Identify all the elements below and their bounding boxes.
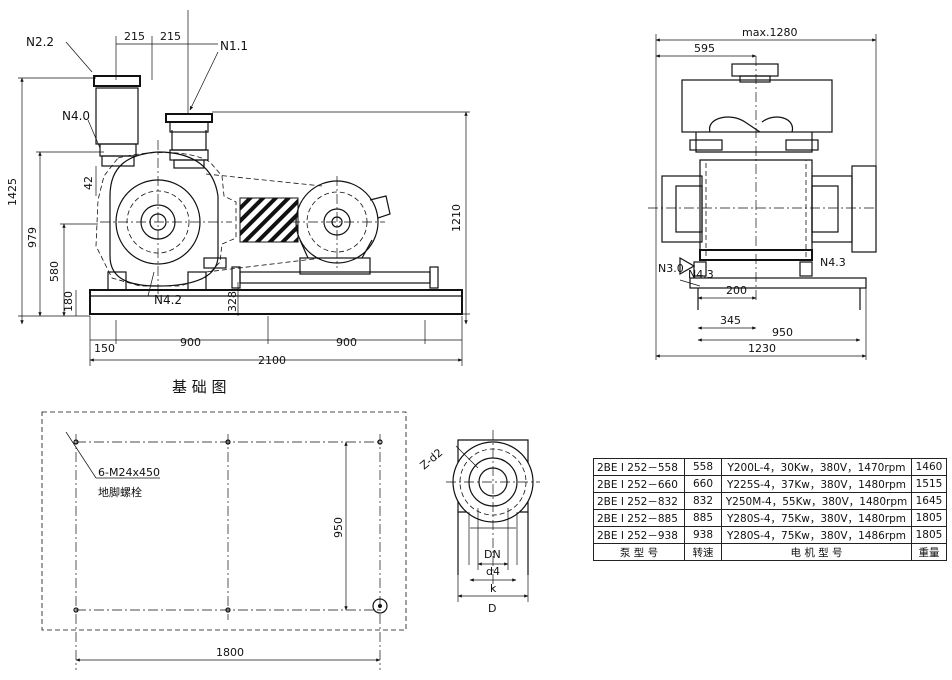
coupling-guard — [239, 197, 299, 243]
table-cell-speed: 885 — [684, 509, 722, 527]
table-cell-speed: 558 — [684, 458, 722, 476]
table-cell-model: 2BE I 252－558 — [593, 458, 685, 476]
label-n2-2: N2.2 — [26, 35, 54, 49]
table-cell-weight: 1805 — [911, 526, 947, 544]
table-cell-weight: 1515 — [911, 475, 947, 493]
table-cell-model: 2BE I 252－832 — [593, 492, 685, 510]
table-header-speed: 转速 — [684, 543, 722, 561]
table-cell-model: 2BE I 252－885 — [593, 509, 685, 527]
table-cell-motor: Y280S-4，75Kw，380V，1480rpm — [721, 509, 912, 527]
table-cell-weight: 1805 — [911, 509, 947, 527]
side-base — [689, 277, 867, 289]
flange-holes: Z-d2 — [418, 446, 446, 472]
table-cell-speed: 660 — [684, 475, 722, 493]
dim-1425: 1425 — [6, 178, 19, 206]
dim-900-right: 900 — [336, 336, 357, 349]
table-header-model: 泵 型 号 — [593, 543, 685, 561]
table-cell-model: 2BE I 252－660 — [593, 475, 685, 493]
bolt-note: 地脚螺栓 — [98, 485, 142, 499]
table-cell-speed: 938 — [684, 526, 722, 544]
label-n4-2: N4.2 — [154, 293, 182, 307]
table-cell-motor: Y225S-4，37Kw，380V，1480rpm — [721, 475, 912, 493]
table-header-row: 泵 型 号转速电 机 型 号重量 — [593, 543, 947, 561]
side-view: max.1280 595 N3.0 N4.3 N4.3 200 345 950 … — [648, 26, 877, 360]
dim-328: 328 — [226, 291, 239, 312]
dim-150: 150 — [94, 342, 115, 355]
label-n4-0: N4.0 — [62, 109, 90, 123]
table-cell-motor: Y250M-4，55Kw，380V，1480rpm — [721, 492, 912, 510]
dim-1800: 1800 — [216, 646, 244, 659]
table-header-weight: 重量 — [911, 543, 947, 561]
label-n4-3-right: N4.3 — [820, 256, 846, 269]
flange-dn: DN — [484, 548, 501, 561]
dim-200: 200 — [726, 284, 747, 297]
flange-d: D — [488, 602, 496, 615]
dim-950-foundation: 950 — [332, 517, 345, 538]
foundation-view: 基 础 图 6-M24x450 地脚螺栓 950 1800 — [41, 378, 407, 670]
dim-345: 345 — [720, 314, 741, 327]
label-n3-0: N3.0 — [658, 262, 684, 275]
label-n1-1: N1.1 — [220, 39, 248, 53]
dim-42: 42 — [82, 176, 95, 190]
side-top-box — [681, 79, 833, 133]
table-cell-motor: Y200L-4，30Kw，380V，1470rpm — [721, 458, 912, 476]
dim-1230: 1230 — [748, 342, 776, 355]
separator-tank — [95, 87, 139, 145]
dim-180: 180 — [62, 291, 75, 312]
dim-1210: 1210 — [450, 204, 463, 232]
table-header-motor: 电 机 型 号 — [721, 543, 912, 561]
table-cell-motor: Y280S-4，75Kw，380V，1486rpm — [721, 526, 912, 544]
flange-d4: d4 — [486, 565, 500, 578]
base-frame — [89, 289, 463, 315]
dim-580: 580 — [48, 261, 61, 282]
table-cell-weight: 1645 — [911, 492, 947, 510]
dim-950-side: 950 — [772, 326, 793, 339]
dim-215-right: 215 — [160, 30, 181, 43]
dim-979: 979 — [26, 227, 39, 248]
flange-k: k — [490, 582, 497, 595]
bolt-hole-marker — [372, 598, 388, 614]
table-cell-model: 2BE I 252－938 — [593, 526, 685, 544]
dim-215-left: 215 — [124, 30, 145, 43]
dim-595: 595 — [694, 42, 715, 55]
front-view: 215 215 N2.2 N1.1 N4.0 N4.2 1425 979 580… — [6, 10, 470, 367]
bolt-spec: 6-M24x450 — [98, 466, 160, 479]
dim-900-left: 900 — [180, 336, 201, 349]
dim-2100: 2100 — [258, 354, 286, 367]
table-cell-weight: 1460 — [911, 458, 947, 476]
dim-max1280: max.1280 — [742, 26, 797, 39]
foundation-outline — [41, 411, 407, 631]
table-cell-speed: 832 — [684, 492, 722, 510]
flange-view: Z-d2 DN d4 k D — [418, 430, 540, 615]
label-n4-3-left: N4.3 — [688, 268, 714, 281]
foundation-title: 基 础 图 — [172, 378, 227, 396]
